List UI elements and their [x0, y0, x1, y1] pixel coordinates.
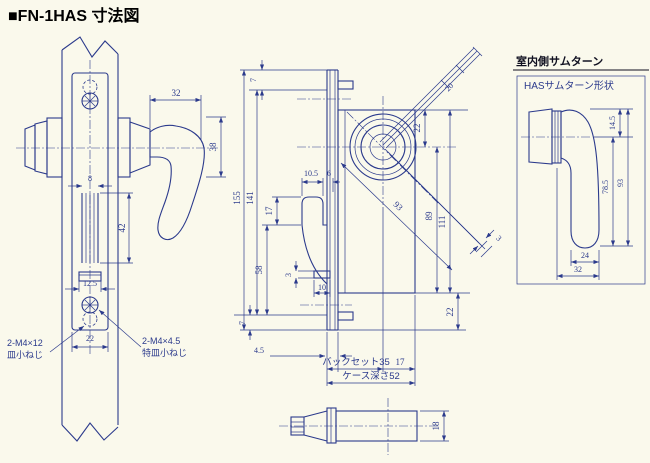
dim-tab-width: 10: [318, 283, 326, 292]
dim-body-height-lines: [100, 192, 133, 264]
note-screw-right-1: 2-M4×4.5: [142, 336, 180, 346]
thumbturn-knob: [528, 108, 562, 165]
face-plate: [326, 69, 339, 331]
escutcheon-plate: [71, 72, 109, 331]
thumbturn-rod: [379, 46, 493, 258]
dim-plate-width: 22: [86, 334, 94, 343]
dim-knob-top: 14.5: [608, 116, 617, 130]
dim-body-height: 42: [117, 224, 127, 233]
screw-boss-bottom: [337, 311, 354, 321]
dim-tab-height: 3: [284, 273, 293, 277]
outside-knob: [24, 117, 63, 178]
dim-tab-lines: [293, 261, 331, 297]
note-screw-left-1: 2-M4×12: [7, 338, 43, 348]
dim-bolt-dia-lines: [420, 410, 449, 442]
dim-overall-width-lines: [556, 168, 600, 280]
bolt-view: 18: [279, 398, 449, 455]
strike-box: [78, 271, 102, 282]
thumbturn-lever: [560, 109, 600, 249]
thumbturn-panel: 室内側サムターン HASサムターン形状 14.5 78.5 93: [513, 54, 649, 285]
dim-cyl-to-bottom: 89: [424, 211, 434, 221]
dim-handle-length-lines: [149, 95, 202, 140]
dim-rod-tip-lines: [440, 64, 465, 89]
dim-case-front: 17: [396, 357, 406, 367]
cylinder-diag-centerline: [346, 111, 439, 204]
handle-rose: [117, 117, 151, 178]
spindle-shaft: [81, 193, 99, 263]
dim-grip-depth-lines: [301, 178, 340, 196]
latch-bolt: [290, 407, 418, 444]
dim-grip-gap: 6: [327, 169, 331, 178]
dim-grip-top: 17: [264, 206, 274, 216]
dim-cyl-to-top: 22: [412, 124, 422, 133]
dim-rose-height: 38: [208, 142, 218, 152]
dim-lever-lower: 78.5: [601, 180, 610, 194]
dim-case-to-plate-bottom: 22: [445, 308, 455, 317]
page-title: ■FN-1HAS 寸法図: [8, 6, 139, 25]
grip-profile: [301, 196, 331, 285]
door-edge-lines: [61, 36, 119, 442]
dim-case-height: 111: [437, 216, 447, 229]
dim-lever-lower-lines: [600, 137, 633, 247]
leader-left: [49, 325, 85, 353]
dim-rod-dia-lines: [469, 229, 495, 255]
dim-grip-depth: 10.5: [304, 169, 318, 178]
panel-subheading: HASサムターン形状: [524, 79, 614, 92]
screw-boss-top: [337, 80, 354, 90]
lock-case: [337, 109, 416, 294]
dim-rose-height-lines: [206, 116, 226, 178]
dim-rod-length: 93: [391, 199, 405, 213]
dim-grip-bottom: 58: [254, 265, 264, 275]
dim-case-depth: ケース深さ52: [342, 371, 400, 382]
front-view: 32 38 8 42 12.5: [7, 36, 226, 442]
dim-strike-width: 12.5: [83, 279, 97, 288]
dim-backset: バックセット35: [322, 357, 390, 368]
dim-rod-length-line: [340, 162, 453, 271]
handle-lever: [149, 124, 205, 241]
phillips-screw-icon: [81, 92, 99, 110]
dim-handle-length: 32: [172, 88, 181, 98]
dim-plate-height: 155: [232, 191, 242, 205]
dim-top-offset: 7: [249, 78, 258, 82]
dim-rod-dia: 3: [494, 234, 503, 243]
bottom-extension-lines: [326, 207, 416, 386]
dim-plate-thickness: 4.5: [254, 346, 264, 355]
dim-strike-width-lines: [65, 281, 115, 292]
note-screw-right-2: 特皿小ねじ: [142, 347, 187, 358]
dim-lever-width: 24: [581, 251, 589, 260]
dim-overall-width: 32: [574, 265, 582, 274]
panel-heading: 室内側サムターン: [516, 54, 603, 68]
dim-lever-width-lines: [570, 250, 600, 266]
dim-bottom-offset: 7: [238, 321, 247, 325]
note-screw-left-2: 皿小ねじ: [7, 350, 43, 360]
dim-lever-total: 93: [616, 179, 625, 187]
side-view: 20 3 93 7 155 141 7: [232, 46, 503, 386]
dim-bolt-dia: 18: [431, 421, 441, 431]
panel-box: [516, 75, 646, 285]
screw-hole-icon: [82, 311, 98, 327]
leader-right: [98, 309, 142, 348]
phillips-screw-icon: [81, 296, 99, 314]
dim-spindle-width: 8: [88, 174, 92, 183]
dim-hole-pitch: 141: [245, 191, 255, 205]
